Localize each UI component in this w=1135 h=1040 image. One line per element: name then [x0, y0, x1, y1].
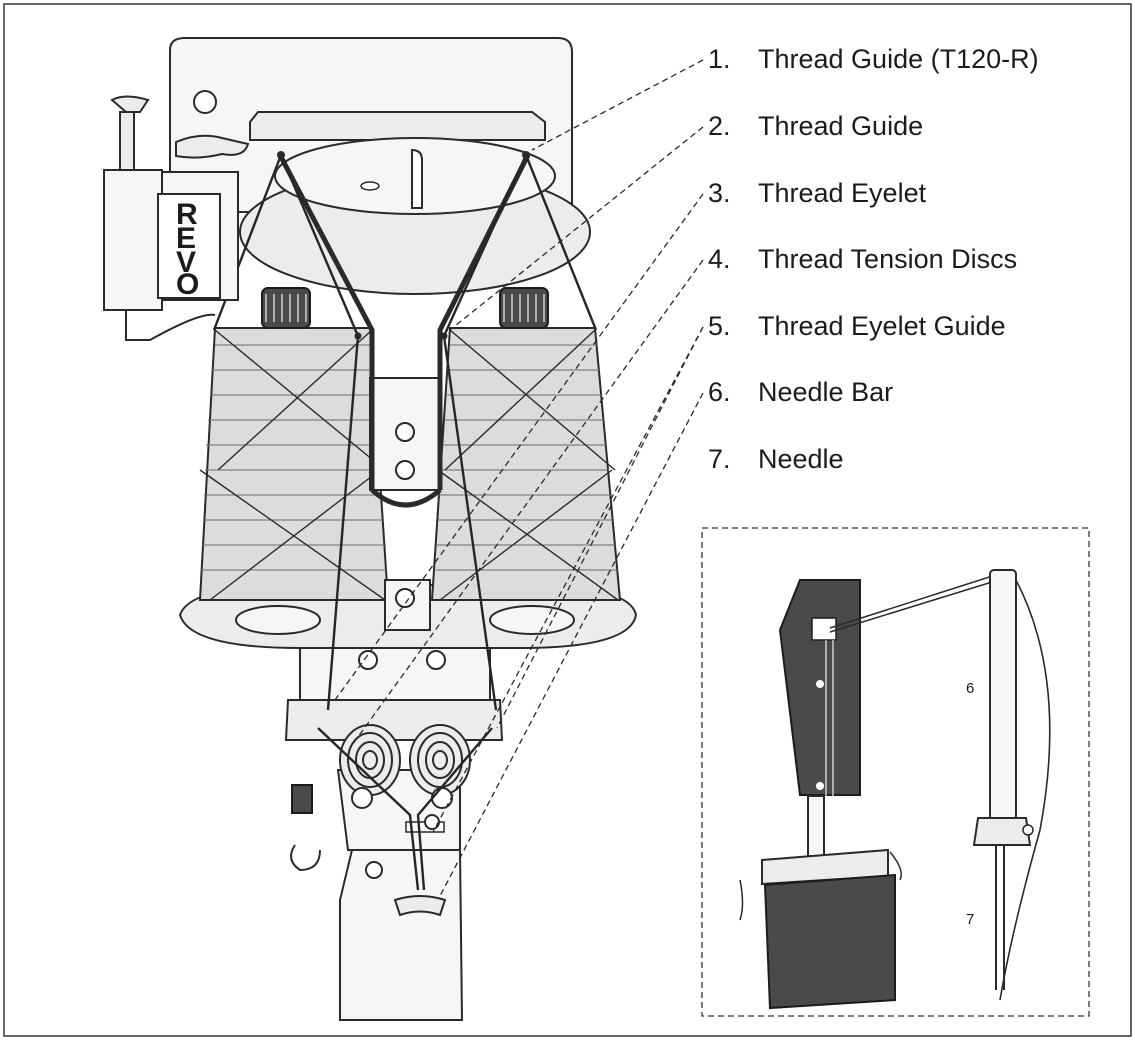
bracket-screw: [358, 650, 378, 670]
leader-6: [439, 392, 704, 897]
legend-num-1: 1.: [708, 44, 731, 74]
inset-base: [763, 873, 896, 1010]
side-loop: [290, 844, 321, 872]
thread-right-upper: [442, 154, 598, 337]
leader-2: [449, 126, 704, 331]
legend-text-7: Needle: [758, 444, 844, 474]
leader-1: [531, 59, 704, 151]
spool-seat-right: [489, 605, 575, 635]
leader-5b: [432, 326, 704, 833]
thread-cone-right: [430, 287, 622, 601]
legend-text-4: Thread Tension Discs: [758, 244, 1017, 274]
inset-threads-lower: [739, 851, 902, 921]
tension-plate: [284, 699, 504, 741]
leader-lines: [334, 59, 704, 897]
brand-letter: R: [176, 198, 198, 231]
inset-clamp: [811, 617, 837, 641]
center-slot: [411, 148, 423, 209]
legend-num-3: 3.: [708, 178, 731, 208]
thread-cone-left: [198, 287, 390, 601]
inset-bar: [807, 795, 825, 857]
legend-num-5: 5.: [708, 311, 731, 341]
legend-text-2: Thread Guide: [758, 111, 923, 141]
top-guide-frame: [249, 111, 546, 141]
diagram-frame: [3, 3, 1132, 1037]
legend-text-5: Thread Eyelet Guide: [758, 311, 1006, 341]
foot-screw: [395, 588, 415, 608]
legend-text-1: Thread Guide (T120-R): [758, 44, 1039, 74]
legend-num-2: 2.: [708, 111, 731, 141]
inset-frame: [701, 527, 1090, 1017]
top-hole: [360, 181, 380, 191]
brand-letter: O: [176, 268, 199, 301]
post-screw: [395, 460, 415, 480]
eyelet-guide-plate: [393, 895, 447, 917]
thread-guide-wire-left: [277, 153, 375, 490]
leader-5a: [496, 326, 704, 729]
legend-num-7: 7.: [708, 444, 731, 474]
inset-needle-bar: [989, 569, 1017, 821]
inset-needle-clamp: [972, 817, 1032, 846]
inset-screw: [816, 782, 824, 790]
inset-clamp-screw: [1022, 824, 1034, 836]
tension-disc-left: [339, 724, 401, 809]
thread-guide-wire-bottom: [370, 488, 442, 508]
revo-unit: R E V O: [103, 95, 250, 341]
side-knob: [291, 784, 313, 814]
clamp-screw: [424, 814, 440, 830]
legend-num-6: 6.: [708, 377, 731, 407]
needle-housing: [339, 849, 464, 1021]
plate-hole: [193, 90, 217, 114]
inset-needles: [995, 845, 1005, 990]
leader-4: [349, 259, 704, 749]
inset-thread-cross: [829, 571, 1006, 633]
cone-cap-right: [499, 287, 549, 329]
needle-inset: 6 7: [701, 527, 1090, 1017]
thread-lower-lines: [317, 727, 493, 891]
inset-screw: [816, 680, 824, 688]
inset-label-7: 7: [966, 911, 974, 928]
leader-3: [334, 193, 704, 701]
bracket-screw: [426, 650, 446, 670]
tension-disc-right: [409, 724, 471, 809]
legend-text-6: Needle Bar: [758, 377, 893, 407]
thread-main-lines: [326, 335, 498, 711]
inset-thread-arc: [999, 579, 1051, 1001]
spool-seat-left: [235, 605, 321, 635]
parts-legend: 1. Thread Guide (T120-R) 2. Thread Guide…: [708, 44, 1039, 474]
brand-letter: E: [176, 222, 196, 255]
cone-cap-left: [261, 287, 311, 329]
post-screw: [395, 422, 415, 442]
brand-letter: V: [176, 246, 196, 279]
legend-num-4: 4.: [708, 244, 731, 274]
sewing-machine-head: R E V O: [103, 37, 638, 1021]
legend-text-3: Thread Eyelet: [758, 178, 927, 208]
inset-label-6: 6: [966, 680, 974, 697]
housing-screw: [365, 861, 383, 879]
inset-thread-inner: [825, 640, 834, 796]
